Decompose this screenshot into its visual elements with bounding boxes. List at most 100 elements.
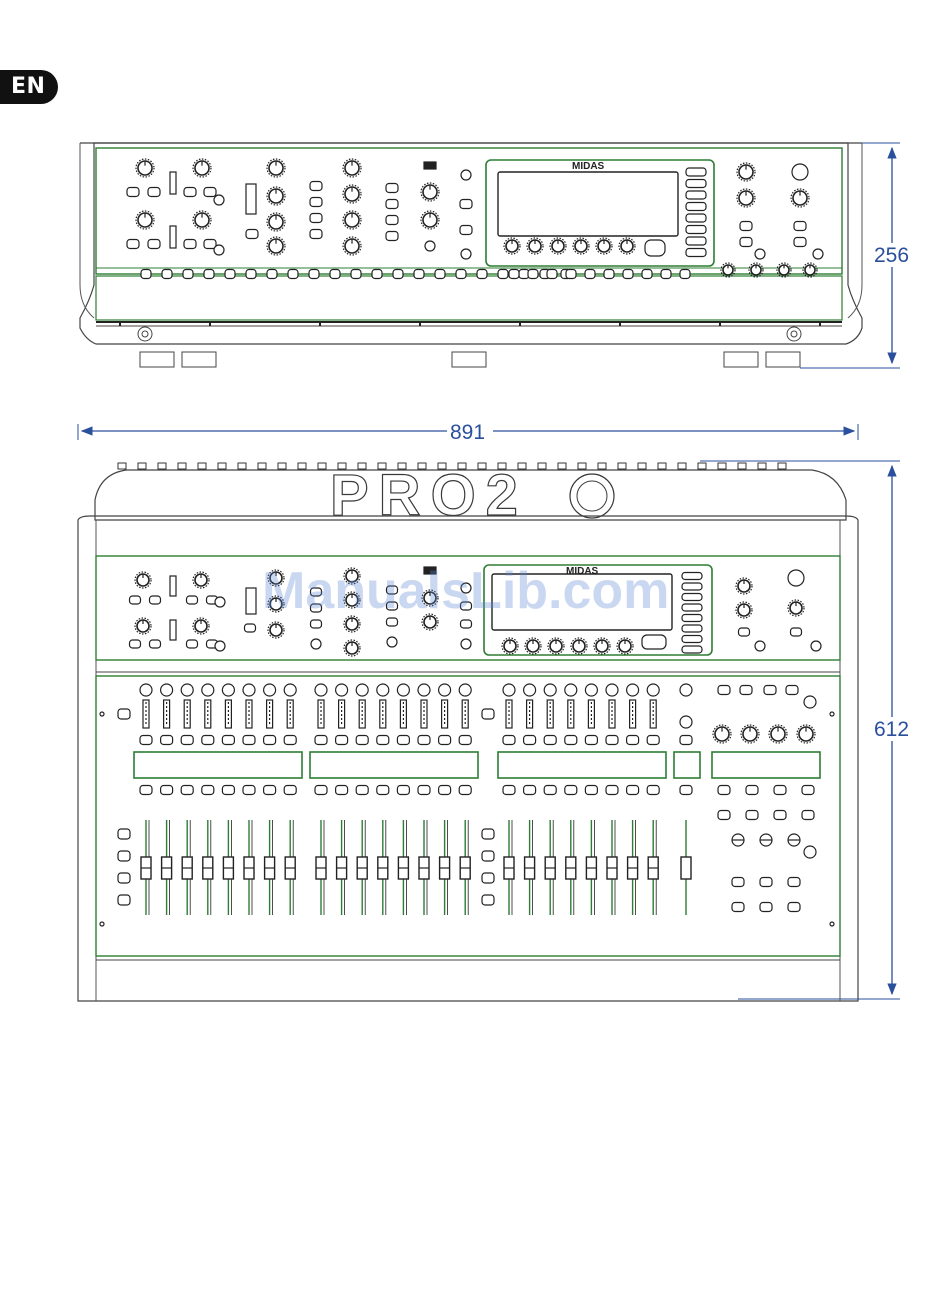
rear-connector [298,463,306,469]
push-button [686,191,706,199]
push-button [284,786,296,795]
push-button [377,786,389,795]
push-button [459,786,471,795]
push-button [774,811,786,820]
push-button [284,736,296,745]
round-button [461,639,471,649]
push-button [204,188,216,197]
rear-connector [578,463,586,469]
height-value: 256 [874,244,909,267]
push-button [774,786,786,795]
push-button [127,240,139,249]
width-dimension: 891 [78,419,858,444]
round-button [647,684,659,696]
push-button [118,873,130,883]
push-button [760,903,772,912]
push-button [686,180,706,188]
push-button [740,222,752,231]
push-button [456,270,466,279]
push-button [524,786,536,795]
push-button [397,736,409,745]
push-button [202,736,214,745]
push-button [311,620,322,628]
rear-connector [658,463,666,469]
rear-connector [738,463,746,469]
rear-connector [618,463,626,469]
push-button [682,636,702,643]
round-button [461,170,471,180]
push-button [267,270,277,279]
rear-connector [678,463,686,469]
push-button [372,270,382,279]
push-button [222,786,234,795]
push-button [791,628,802,636]
push-button [627,786,639,795]
round-button [755,249,765,259]
push-button [356,786,368,795]
push-button [732,878,744,887]
push-button [162,270,172,279]
push-button [310,198,322,207]
push-button [187,596,198,604]
push-button [309,270,319,279]
round-button [830,922,834,926]
push-button [482,851,494,861]
round-button [627,684,639,696]
rear-connector [138,463,146,469]
console-logo: PRO2 [330,463,528,528]
push-button [682,615,702,622]
round-button [377,684,389,696]
push-button [204,270,214,279]
scribble-strip-1 [134,752,302,778]
push-button [386,184,398,193]
push-button [222,736,234,745]
push-button [397,786,409,795]
push-button [356,736,368,745]
push-button [161,736,173,745]
push-button [606,736,618,745]
push-button [509,270,519,279]
scribble-strip-2 [310,752,478,778]
rear-connector [278,463,286,469]
push-button [181,736,193,745]
round-button [544,684,556,696]
round-button [461,249,471,259]
push-button [150,640,161,648]
scribble-strip-5 [712,752,820,778]
push-button [585,270,595,279]
rear-connector [318,463,326,469]
push-button [482,829,494,839]
push-button [435,270,445,279]
scribble-strip-4 [674,752,700,778]
push-button [414,270,424,279]
nav-pad [645,240,665,256]
push-button [183,270,193,279]
push-button [498,270,508,279]
push-button [647,786,659,795]
push-button [310,214,322,223]
push-button [482,873,494,883]
push-button [528,270,538,279]
round-button [100,922,104,926]
round-button [813,249,823,259]
round-button [387,637,397,647]
round-button [243,684,255,696]
push-button [788,903,800,912]
push-button [647,736,659,745]
push-button [243,736,255,745]
round-button [161,684,173,696]
xlr-talkback [792,164,808,180]
round-button [356,684,368,696]
round-button [215,641,225,651]
push-button [746,786,758,795]
push-button [786,686,798,695]
round-button [214,195,224,205]
push-button [315,786,327,795]
push-button [482,895,494,905]
push-button [181,786,193,795]
rear-connector [218,463,226,469]
meter [170,576,176,596]
push-button [682,646,702,653]
rear-connector [598,463,606,469]
